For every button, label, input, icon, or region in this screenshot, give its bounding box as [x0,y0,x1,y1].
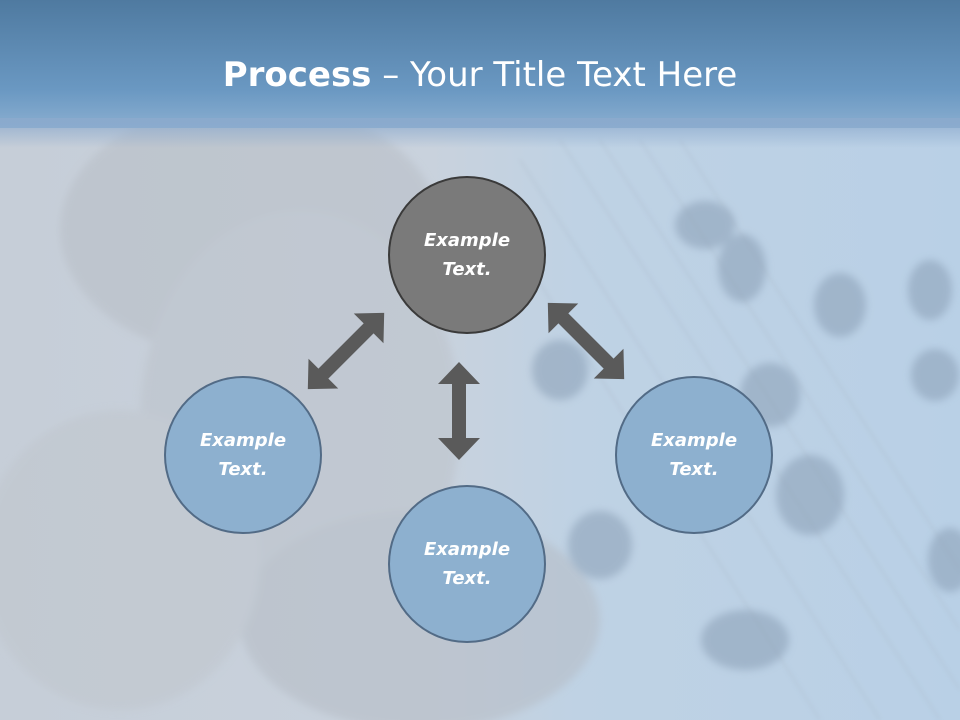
right-node-text: Example Text. [650,430,738,480]
title-bar-fade [0,118,960,148]
double-arrow-left[interactable] [293,298,399,404]
left-node-text: Example Text. [199,430,287,480]
bottom-node-text: Example Text. [423,539,511,589]
slide-title-bold: Process [222,55,372,95]
center-node[interactable]: Example Text. [388,176,546,334]
right-node[interactable]: Example Text. [615,376,773,534]
title-bar [0,0,960,128]
left-node[interactable]: Example Text. [164,376,322,534]
double-arrow-right[interactable] [533,288,639,394]
slide-title[interactable]: Process – Your Title Text Here [0,52,960,98]
bottom-node[interactable]: Example Text. [388,485,546,643]
center-node-text: Example Text. [423,230,511,280]
slide-title-rest: – Your Title Text Here [371,55,738,95]
double-arrow-vertical[interactable] [438,362,480,460]
